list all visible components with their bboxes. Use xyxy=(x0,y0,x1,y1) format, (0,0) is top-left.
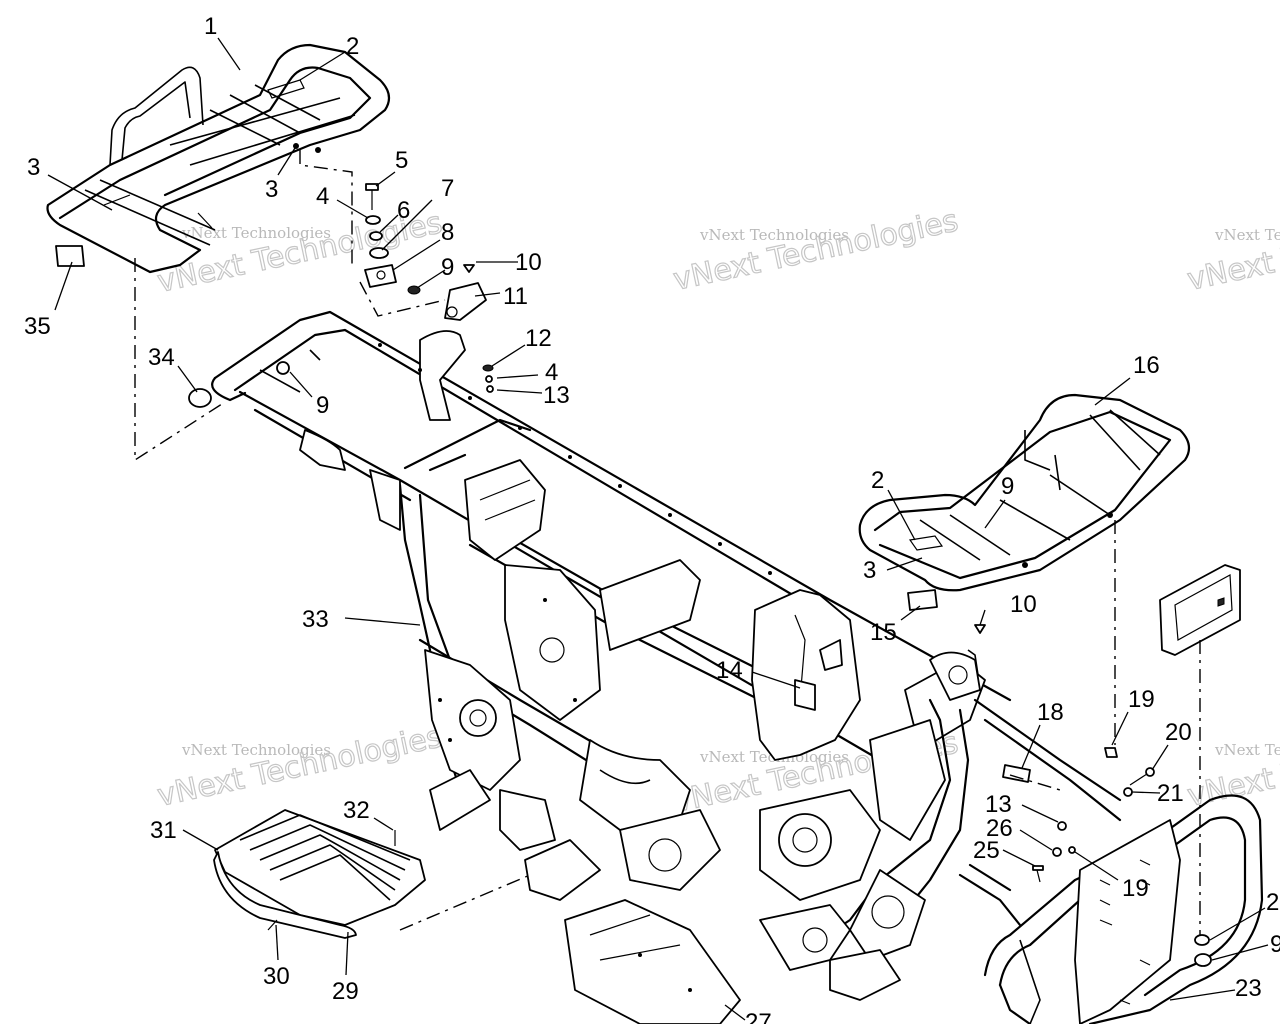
callout-label: 3 xyxy=(863,557,876,584)
callout-label: 26 xyxy=(986,815,1013,842)
watermark-small-text: vNext Technologies xyxy=(1214,226,1280,244)
watermark-big-text: vNext Technologies xyxy=(670,203,961,298)
callout-label: 9 xyxy=(1270,931,1280,958)
callout-label: 13 xyxy=(985,791,1012,818)
callout-label: 25 xyxy=(973,837,1000,864)
callout-label: 10 xyxy=(515,249,542,276)
callout-label: 1 xyxy=(204,13,217,40)
footrest xyxy=(213,809,426,939)
callout-label: 12 xyxy=(525,325,552,352)
callout-label: 4 xyxy=(316,183,329,210)
watermark-small-text: vNext Technologies xyxy=(1214,741,1280,759)
callout-label: 16 xyxy=(1133,352,1160,379)
front-bumper xyxy=(958,794,1264,1024)
decal-35 xyxy=(55,245,85,267)
watermark-small-text: vNext Technologies xyxy=(181,741,331,759)
callout-label: 5 xyxy=(395,147,408,174)
callout-label: 19 xyxy=(1122,875,1149,902)
callout-label: 15 xyxy=(870,619,897,646)
watermark-big-text: vNext Technologies xyxy=(154,719,445,814)
callout-label: 32 xyxy=(343,797,370,824)
callout-label: 9 xyxy=(1001,473,1014,500)
callout-label: 10 xyxy=(1010,591,1037,618)
callout-label: 8 xyxy=(441,219,454,246)
assembly-lines xyxy=(134,150,1201,935)
watermark-big-text: vNext Technologies xyxy=(1184,203,1280,298)
callout-label: 14 xyxy=(716,657,743,684)
callout-label: 2 xyxy=(1266,889,1279,916)
callout-label: 35 xyxy=(24,313,51,340)
decal-15 xyxy=(907,589,938,611)
callout-label: 34 xyxy=(148,344,175,371)
callout-label: 9 xyxy=(316,392,329,419)
front-rack xyxy=(46,43,391,274)
callout-label: 9 xyxy=(441,254,454,281)
callout-label: 19 xyxy=(1128,686,1155,713)
callout-label: 29 xyxy=(332,978,359,1005)
hardware xyxy=(188,183,1212,967)
callout-labels: 1 2 3 3 4 5 6 7 8 9 10 11 12 4 13 34 9 3… xyxy=(24,13,1280,1024)
callout-label: 4 xyxy=(545,359,558,386)
callout-label: 13 xyxy=(543,382,570,409)
callout-label: 2 xyxy=(346,33,359,60)
taillight xyxy=(1159,564,1241,656)
callout-label: 6 xyxy=(397,197,410,224)
skid-plate xyxy=(564,899,741,1024)
callout-label: 18 xyxy=(1037,699,1064,726)
callout-label: 7 xyxy=(441,175,454,202)
rear-rack xyxy=(858,393,1191,592)
callout-label: 2 xyxy=(871,467,884,494)
callout-label: 31 xyxy=(150,817,177,844)
callout-label: 11 xyxy=(503,283,528,310)
callout-label: 30 xyxy=(263,963,290,990)
callout-label: 20 xyxy=(1165,719,1192,746)
watermark-small-text: vNext Technologies xyxy=(699,226,849,244)
leader-lines xyxy=(47,37,1269,1021)
callout-label: 21 xyxy=(1157,780,1184,807)
watermark-small-text: vNext Technologies xyxy=(181,224,331,242)
callout-label: 23 xyxy=(1235,975,1262,1002)
callout-label: 27 xyxy=(745,1009,772,1024)
main-frame xyxy=(211,310,1122,1001)
watermark-big-text: vNext Technologies xyxy=(1184,719,1280,814)
callout-label: 3 xyxy=(265,176,278,203)
callout-label: 33 xyxy=(302,606,329,633)
callout-label: 3 xyxy=(27,154,40,181)
